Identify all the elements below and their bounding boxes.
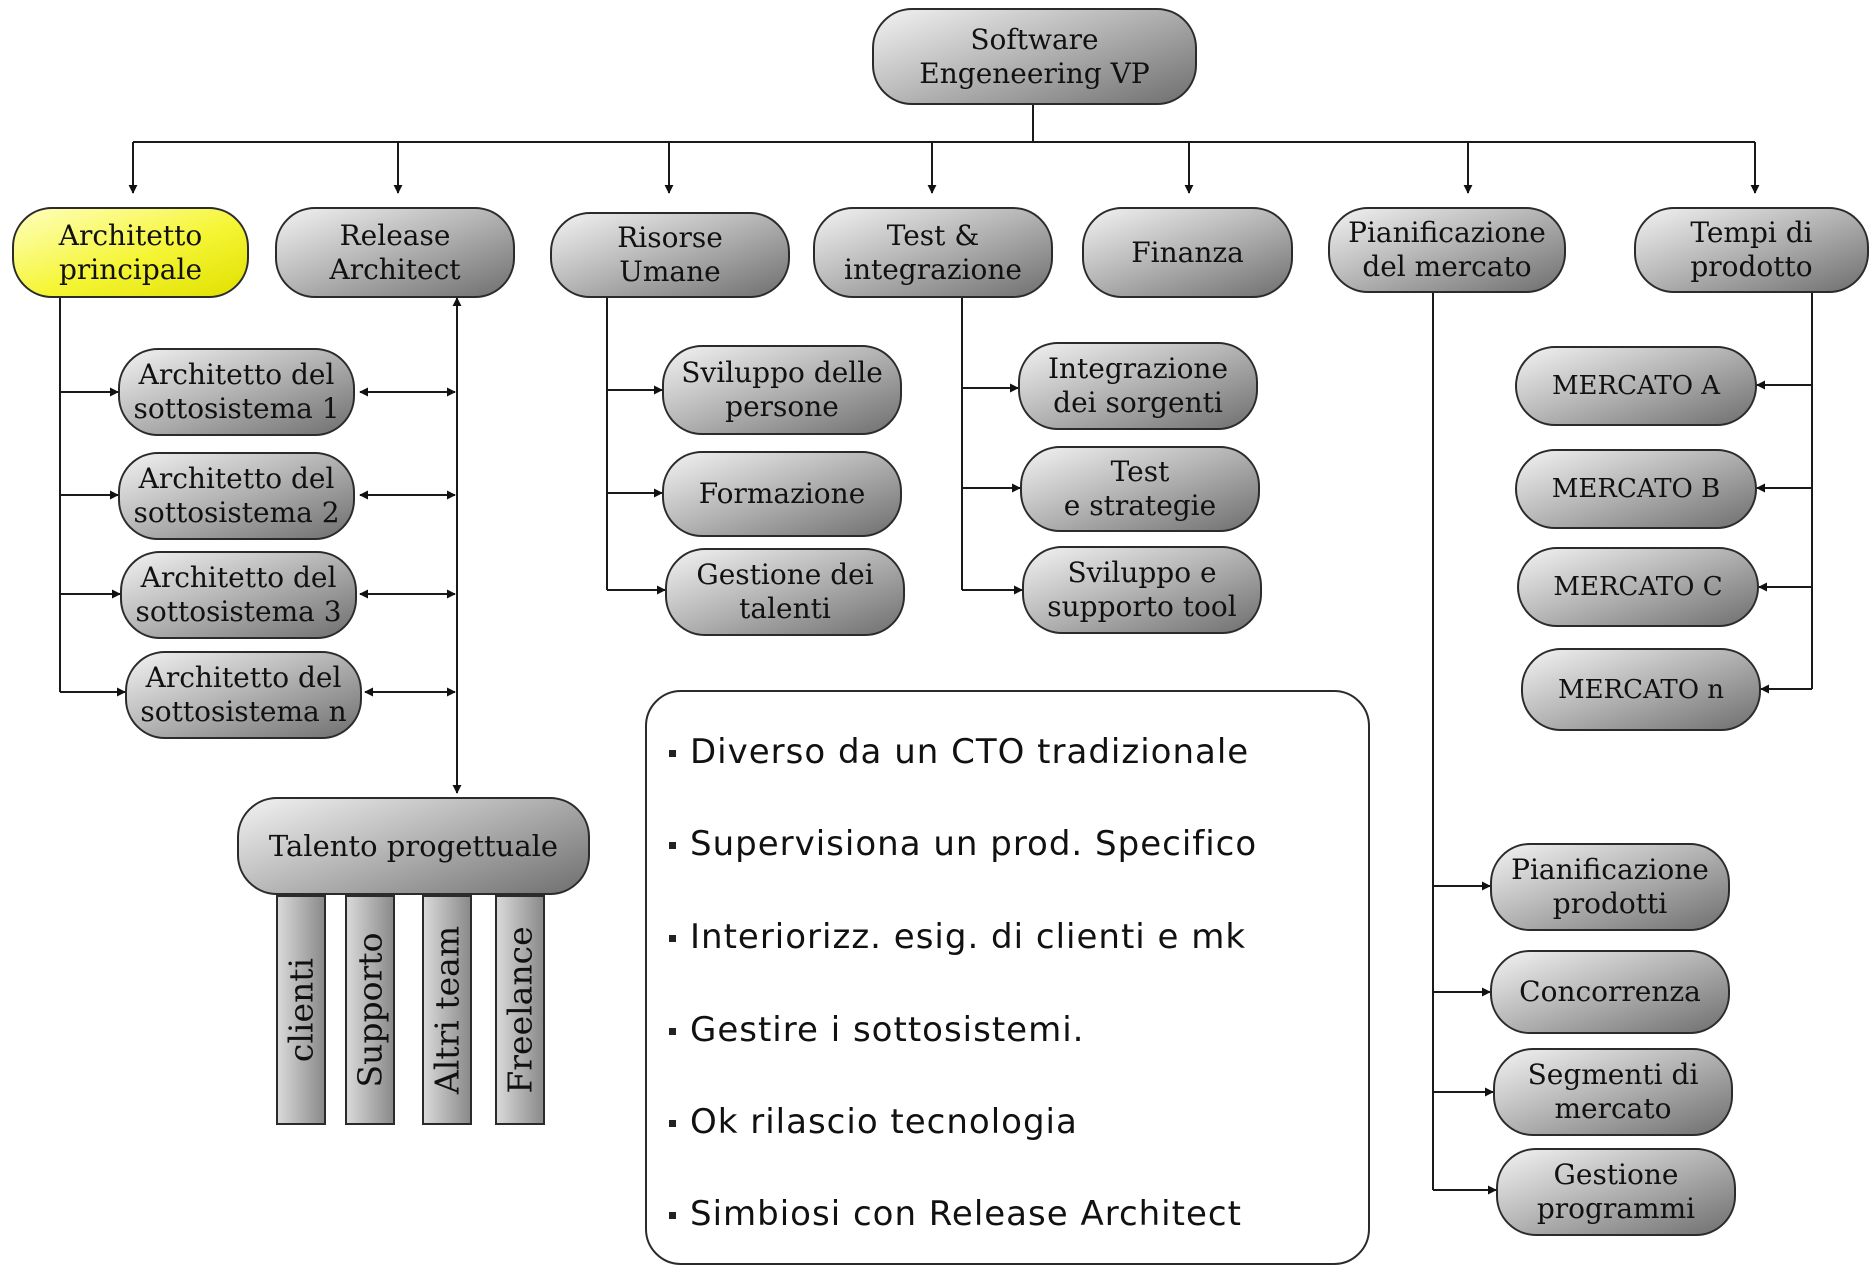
market-a[interactable]: MERCATO A: [1515, 346, 1757, 426]
root-node-vp[interactable]: Software Engeneering VP: [872, 8, 1197, 105]
pillar-label: Freelance: [500, 926, 540, 1094]
pillar-supporto[interactable]: Supporto: [345, 895, 395, 1125]
note-item: Diverso da un CTO tradizionale: [669, 732, 1249, 772]
note-text: Diverso da un CTO tradizionale: [690, 732, 1250, 772]
pillar-label: clienti: [281, 957, 321, 1063]
market-c[interactable]: MERCATO C: [1517, 547, 1759, 627]
test-sviluppo-supporto-tool[interactable]: Sviluppo e supporto tool: [1022, 546, 1262, 634]
market-b[interactable]: MERCATO B: [1515, 449, 1757, 529]
pillar-clienti[interactable]: clienti: [276, 895, 326, 1125]
pillar-label: Altri team: [427, 925, 467, 1095]
bullet-icon: [669, 935, 676, 942]
test-integrazione-sorgenti[interactable]: Integrazione dei sorgenti: [1018, 342, 1258, 430]
plan-segmenti-mercato[interactable]: Segmenti di mercato: [1493, 1048, 1733, 1136]
plan-concorrenza[interactable]: Concorrenza: [1490, 950, 1730, 1034]
plan-gestione-programmi[interactable]: Gestione programmi: [1496, 1148, 1736, 1236]
talento-progettuale[interactable]: Talento progettuale: [237, 797, 590, 895]
note-text: Ok rilascio tecnologia: [690, 1102, 1078, 1142]
note-text: Supervisiona un prod. Specifico: [690, 824, 1258, 864]
subsystem-architect-3[interactable]: Architetto del sottosistema 3: [120, 551, 357, 639]
market-n[interactable]: MERCATO n: [1521, 648, 1761, 731]
dept-pianificazione-mercato[interactable]: Pianificazione del mercato: [1328, 207, 1566, 293]
dept-tempi-prodotto[interactable]: Tempi di prodotto: [1634, 207, 1869, 293]
note-text: Interiorizz. esig. di clienti e mk: [690, 917, 1247, 957]
bullet-icon: [669, 1120, 676, 1127]
pillar-altri-team[interactable]: Altri team: [422, 895, 472, 1125]
subsystem-architect-1[interactable]: Architetto del sottosistema 1: [118, 348, 355, 436]
dept-risorse-umane[interactable]: Risorse Umane: [550, 212, 790, 298]
subsystem-architect-n[interactable]: Architetto del sottosistema n: [125, 651, 362, 739]
pillar-label: Supporto: [350, 932, 390, 1088]
notes-box: Diverso da un CTO tradizionale Supervisi…: [645, 690, 1370, 1265]
note-text: Gestire i sottosistemi.: [690, 1010, 1085, 1050]
note-item: Simbiosi con Release Architect: [669, 1194, 1242, 1234]
note-item: Supervisiona un prod. Specifico: [669, 824, 1257, 864]
bullet-icon: [669, 1212, 676, 1219]
note-item: Gestire i sottosistemi.: [669, 1010, 1084, 1050]
bullet-icon: [669, 750, 676, 757]
dept-release-architect[interactable]: Release Architect: [275, 207, 515, 298]
bullet-icon: [669, 1028, 676, 1035]
dept-architetto-principale[interactable]: Architetto principale: [12, 207, 249, 298]
pillar-freelance[interactable]: Freelance: [495, 895, 545, 1125]
hr-sviluppo-persone[interactable]: Sviluppo delle persone: [662, 345, 902, 435]
bullet-icon: [669, 842, 676, 849]
plan-pianificazione-prodotti[interactable]: Pianificazione prodotti: [1490, 843, 1730, 931]
note-text: Simbiosi con Release Architect: [690, 1194, 1242, 1234]
dept-test-integrazione[interactable]: Test & integrazione: [813, 207, 1053, 298]
dept-finanza[interactable]: Finanza: [1082, 207, 1293, 298]
test-strategie[interactable]: Test e strategie: [1020, 446, 1260, 532]
hr-gestione-talenti[interactable]: Gestione dei talenti: [665, 548, 905, 636]
note-item: Ok rilascio tecnologia: [669, 1102, 1078, 1142]
note-item: Interiorizz. esig. di clienti e mk: [669, 917, 1246, 957]
subsystem-architect-2[interactable]: Architetto del sottosistema 2: [118, 452, 355, 540]
hr-formazione[interactable]: Formazione: [662, 451, 902, 537]
